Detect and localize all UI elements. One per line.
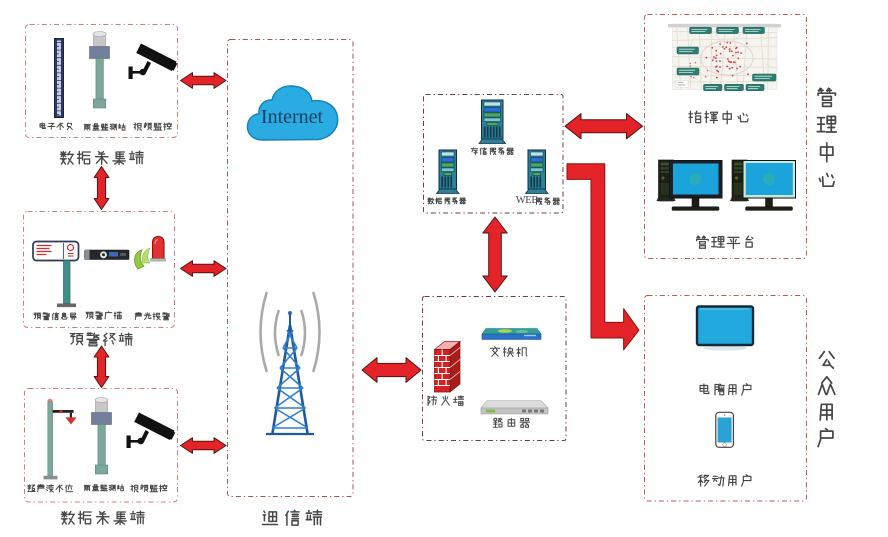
svg-text:Internet: Internet — [261, 106, 324, 128]
